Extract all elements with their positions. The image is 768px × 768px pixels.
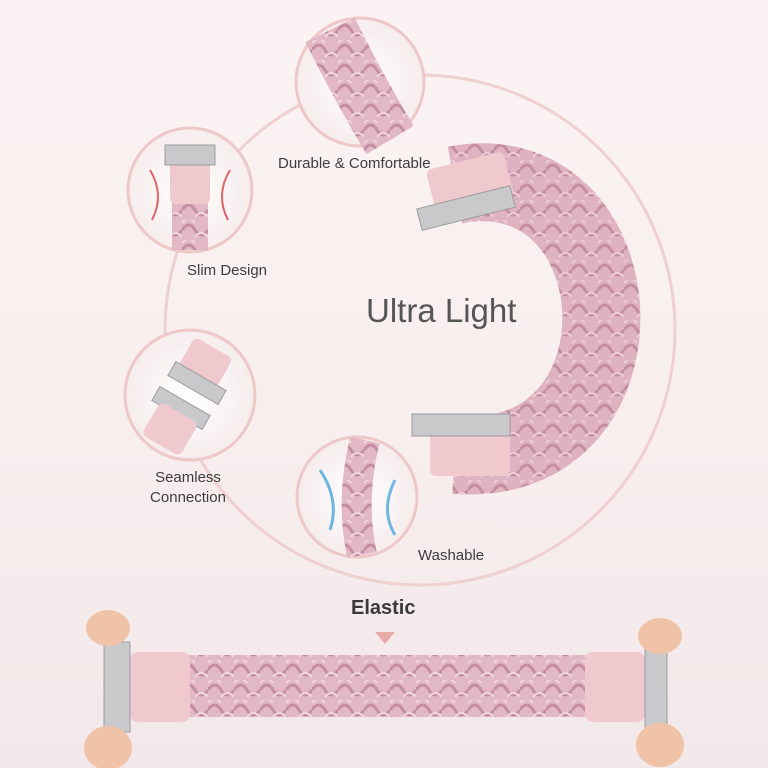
- band-main: [411, 143, 641, 495]
- elastic-arrow-icon: [375, 632, 395, 644]
- feature-label-washable: Washable: [418, 547, 485, 564]
- feature-label-slim: Slim Design: [187, 262, 268, 279]
- feature-circle-washable: [295, 435, 419, 559]
- headline: Ultra Light: [366, 292, 517, 329]
- feature-circle-durable: [294, 16, 426, 155]
- band-stretched: [84, 610, 684, 768]
- elastic-label: Elastic: [351, 597, 416, 619]
- feature-circle-seamless: [123, 328, 257, 462]
- feature-label-durable: Durable & Comfortable: [278, 155, 431, 172]
- feature-circle-slim: [126, 126, 254, 254]
- feature-label-seamless: Seamless Connection: [150, 469, 226, 506]
